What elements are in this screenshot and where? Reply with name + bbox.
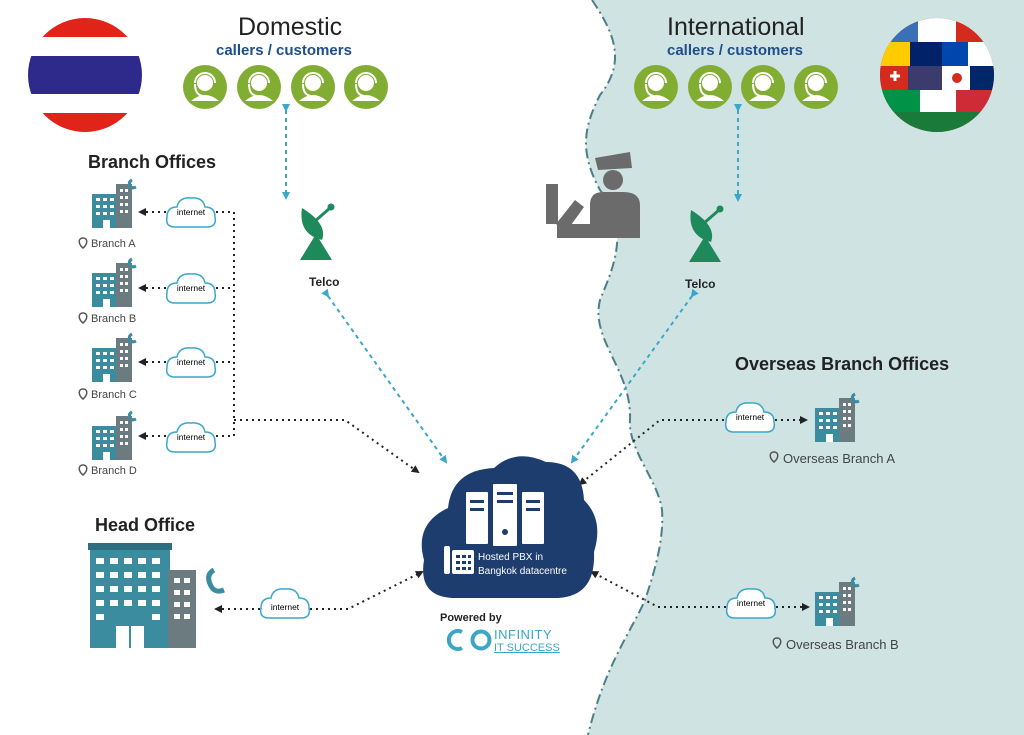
head-office-building-icon bbox=[88, 543, 196, 648]
cloud-label: internet bbox=[177, 432, 206, 442]
international-caller-icon bbox=[740, 64, 786, 110]
pbx-label-line2: Bangkok datacentre bbox=[478, 566, 567, 577]
overseas-branch-b-label: Overseas Branch B bbox=[786, 637, 899, 652]
location-pin-icon bbox=[78, 464, 88, 476]
hosted-pbx-cloud: Hosted PBX in Bangkok datacentre bbox=[421, 456, 598, 598]
branch-d-building-icon bbox=[90, 410, 138, 462]
international-subtitle: callers / customers bbox=[667, 42, 803, 59]
domestic-caller-icon bbox=[236, 64, 282, 110]
head-office-phone-icon bbox=[206, 567, 225, 594]
server-rack-icon bbox=[466, 484, 544, 546]
powered-by-label: Powered by bbox=[440, 612, 502, 624]
border-line bbox=[585, 0, 664, 735]
cloud-label: internet bbox=[177, 283, 206, 293]
international-caller-icon bbox=[633, 64, 679, 110]
cloud-label: internet bbox=[177, 207, 206, 217]
domestic-title: Domestic bbox=[238, 13, 343, 41]
branch-c-label: Branch C bbox=[91, 389, 137, 401]
domestic-caller-icon bbox=[343, 64, 389, 110]
domestic-caller-icon bbox=[182, 64, 228, 110]
domestic-telco-dish-icon bbox=[298, 202, 336, 262]
branch-b-label: Branch B bbox=[91, 313, 137, 325]
telco-links bbox=[282, 104, 742, 464]
domestic-telco-label: Telco bbox=[309, 275, 340, 289]
thailand-flag-icon bbox=[28, 18, 142, 132]
branch-offices-title: Branch Offices bbox=[88, 152, 217, 172]
branch-links bbox=[138, 208, 420, 474]
pbx-label-line1: Hosted PBX in bbox=[478, 552, 543, 563]
international-title: International bbox=[667, 13, 805, 41]
location-pin-icon bbox=[78, 388, 88, 400]
branch-c-building-icon bbox=[90, 332, 138, 384]
international-telco-label: Telco bbox=[685, 277, 716, 291]
location-pin-icon bbox=[78, 237, 88, 249]
world-flags-globe-icon bbox=[880, 18, 994, 132]
international-caller-icon bbox=[793, 64, 839, 110]
cloud-label: internet bbox=[271, 602, 300, 612]
cloud-label: internet bbox=[737, 598, 766, 608]
domestic-caller-icon bbox=[290, 64, 336, 110]
head-office-link bbox=[214, 571, 424, 613]
international-caller-icon bbox=[687, 64, 733, 110]
infinity-logo-icon bbox=[446, 629, 492, 651]
branch-a-building-icon bbox=[90, 178, 138, 230]
overseas-title: Overseas Branch Offices bbox=[735, 354, 950, 374]
head-office-title: Head Office bbox=[95, 515, 196, 535]
cloud-label: internet bbox=[736, 412, 765, 422]
branch-b-building-icon bbox=[90, 257, 138, 309]
cloud-label: internet bbox=[177, 357, 206, 367]
location-pin-icon bbox=[78, 312, 88, 324]
desk-phone-icon bbox=[444, 546, 474, 574]
international-region bbox=[586, 0, 1024, 735]
immigration-officer-icon bbox=[546, 152, 640, 238]
brand-name-line1: INFINITY bbox=[494, 627, 553, 642]
overseas-links bbox=[578, 416, 810, 611]
branch-d-label: Branch D bbox=[91, 465, 137, 477]
brand-name-line2: IT SUCCESS bbox=[494, 642, 560, 654]
branch-a-label: Branch A bbox=[91, 238, 136, 250]
overseas-branch-a-label: Overseas Branch A bbox=[783, 451, 895, 466]
domestic-subtitle: callers / customers bbox=[216, 42, 352, 59]
